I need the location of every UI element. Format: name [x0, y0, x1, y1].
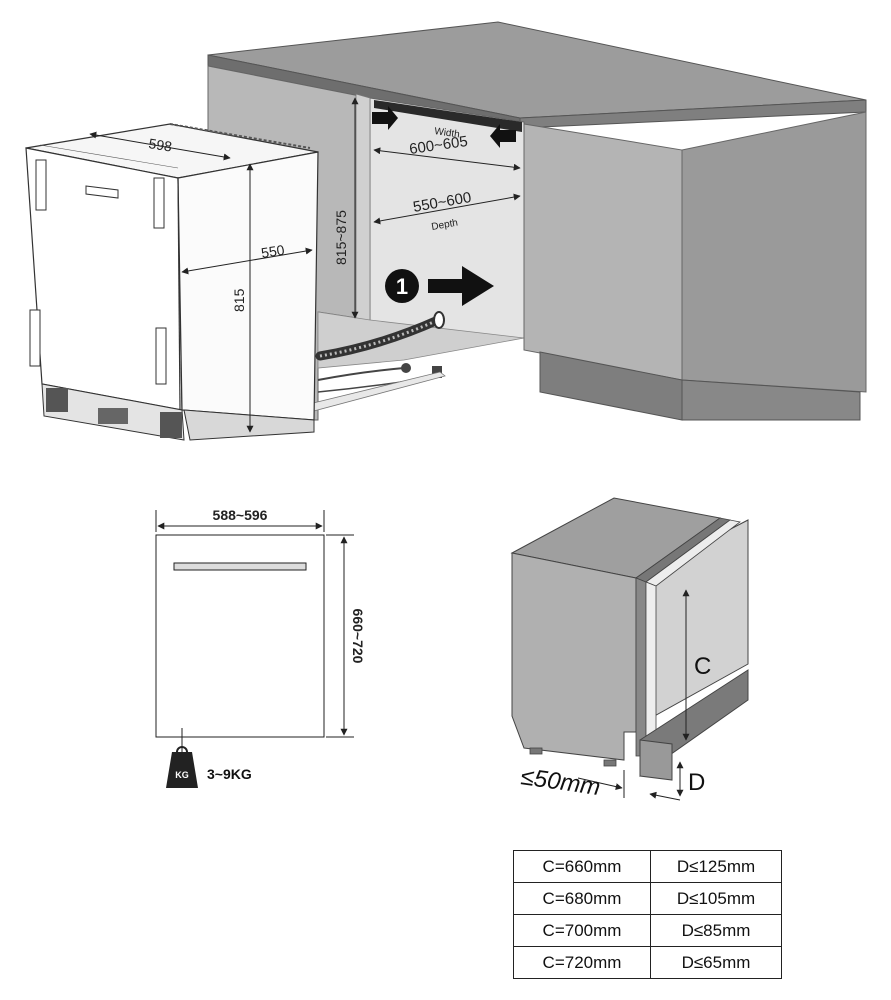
step-number: 1 — [396, 274, 408, 299]
weight-badge: KG — [175, 770, 189, 780]
side-view-body — [511, 552, 637, 761]
side-view — [510, 497, 749, 781]
weight-icon — [166, 752, 198, 788]
niche-depth-line — [373, 193, 521, 225]
table-row: C=720mm D≤65mm — [513, 946, 782, 979]
panel-width-value: 588~596 — [213, 507, 268, 523]
right-cabinet-side — [681, 111, 867, 393]
table-cell-d: D≤85mm — [650, 914, 782, 947]
width-598-value: 598 — [148, 135, 174, 154]
height-815-value: 815 — [231, 288, 247, 312]
table-cell-d: D≤65mm — [650, 946, 782, 979]
right-cabinet-front — [523, 123, 683, 381]
gap-line — [577, 777, 623, 791]
dishwasher-side — [177, 151, 319, 421]
niche-left-inner — [355, 93, 371, 343]
niche-width-label: Width — [434, 126, 461, 140]
width-598-line — [89, 131, 231, 161]
dishwasher — [25, 123, 319, 441]
weight-value: 3~9KG — [207, 766, 252, 782]
niche-width-arrows — [372, 106, 516, 148]
gap-line-right — [649, 791, 681, 801]
c-label: C — [694, 653, 711, 680]
table-cell-d: D≤125mm — [650, 850, 782, 883]
niche-depth-label: Depth — [431, 217, 459, 232]
depth-550-value: 550 — [260, 241, 286, 260]
door-panel: 588~596 660~720 KG 3~9KG — [155, 507, 366, 788]
arrow-right-icon — [372, 106, 398, 130]
step-number-badge — [385, 269, 419, 303]
push-arrow-icon — [428, 266, 494, 306]
table-cell-c: C=700mm — [513, 914, 651, 947]
right-cabinet-plinth-side — [681, 379, 861, 421]
cd-dimension-table: C=660mm D≤125mm C=680mm D≤105mm C=700mm … — [513, 850, 782, 979]
table-cell-d: D≤105mm — [650, 882, 782, 915]
arrow-left-icon — [490, 124, 516, 148]
niche-width-line — [373, 147, 521, 171]
door-handle — [173, 562, 307, 571]
table-cell-c: C=720mm — [513, 946, 651, 979]
panel-height-value: 660~720 — [350, 609, 366, 664]
table-row: C=700mm D≤85mm — [513, 914, 782, 947]
d-label: D — [688, 769, 705, 796]
niche-top-rail — [374, 100, 522, 132]
table-row: C=680mm D≤105mm — [513, 882, 782, 915]
niche-height-value: 815~875 — [333, 210, 349, 265]
gap-value: ≤50mm — [519, 763, 602, 801]
table-cell-c: C=660mm — [513, 850, 651, 883]
table-cell-c: C=680mm — [513, 882, 651, 915]
table-row: C=660mm D≤125mm — [513, 850, 782, 883]
